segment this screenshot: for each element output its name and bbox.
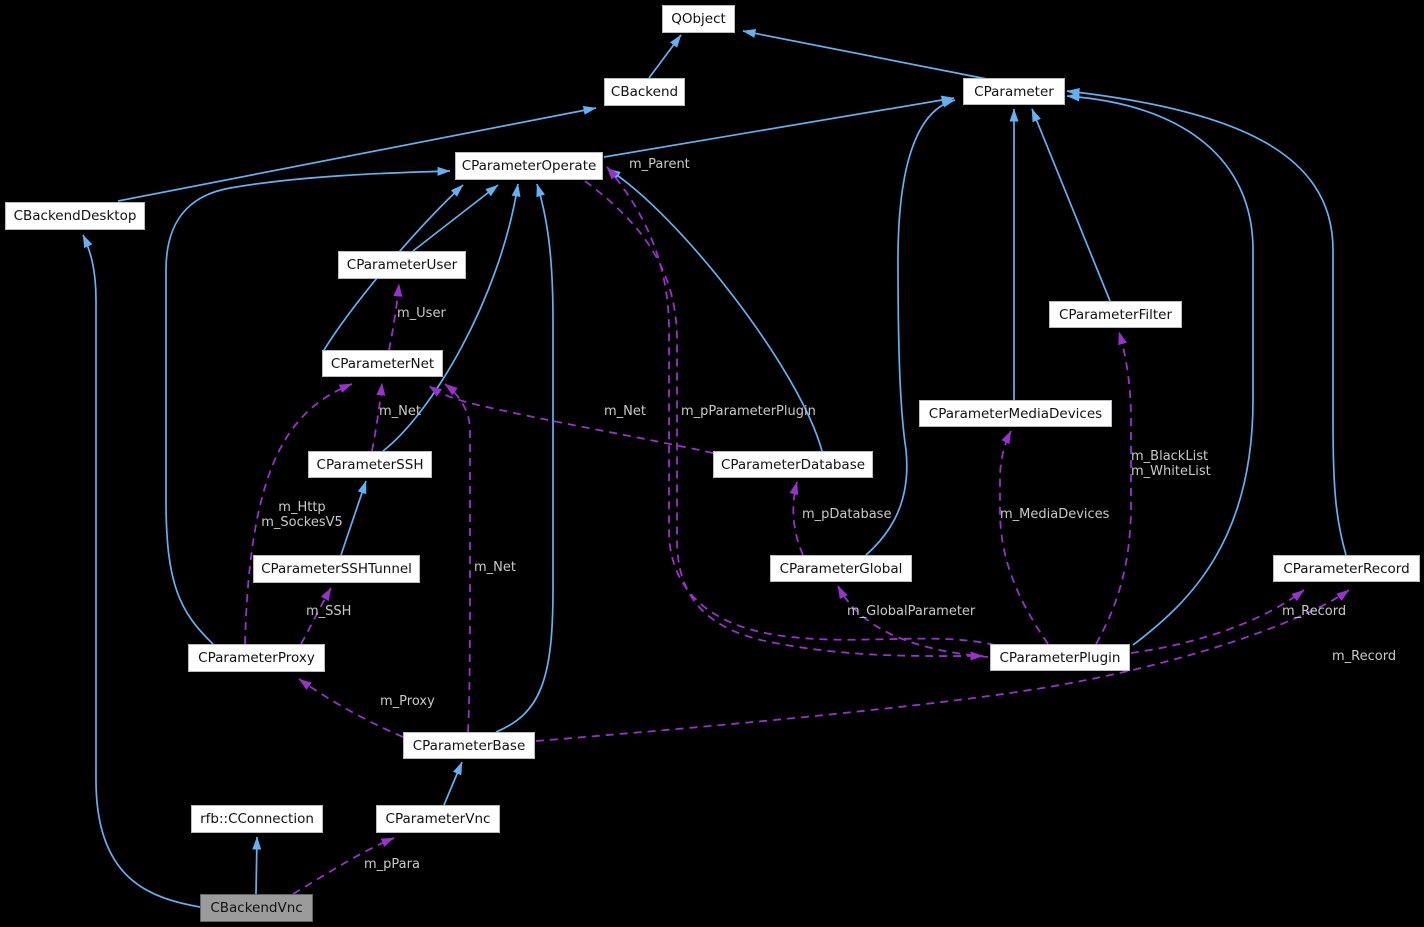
node-cparameterbase[interactable]: CParameterBase <box>403 732 535 759</box>
edge-m-http-sockesv5 <box>244 383 353 645</box>
node-cparameterrecord[interactable]: CParameterRecord <box>1273 555 1420 582</box>
edge-m-record-from-plugin <box>1130 589 1305 654</box>
edge-label-m-parent: m_Parent <box>629 157 690 172</box>
edge-m-mediadevices <box>999 430 1049 645</box>
node-cparametersshtunnel[interactable]: CParameterSSHTunnel <box>253 555 420 583</box>
node-cparameterfilter[interactable]: CParameterFilter <box>1049 301 1182 328</box>
edge-label-m-globalparameter: m_GlobalParameter <box>847 604 976 619</box>
node-qobject[interactable]: QObject <box>662 5 735 33</box>
edge-label-m-net-ssh: m_Net <box>379 404 421 419</box>
edge-m-blacklist-whitelist <box>1095 331 1132 645</box>
node-cparameterproxy[interactable]: CParameterProxy <box>188 644 325 672</box>
edge-cbackend-qobject <box>648 34 682 79</box>
node-cbackenddesktop[interactable]: CBackendDesktop <box>5 202 145 230</box>
edge-label-m-ppara: m_pPara <box>364 857 420 872</box>
node-cparameterglobal[interactable]: CParameterGlobal <box>770 555 912 582</box>
edge-m-net-from-ssh <box>371 382 386 452</box>
edge-label-m-ssh: m_SSH <box>306 604 352 619</box>
edge-label-m-http-sockesv5: m_Http m_SockesV5 <box>261 500 343 530</box>
edge-label-m-proxy: m_Proxy <box>380 694 435 709</box>
node-cparameternet[interactable]: CParameterNet <box>322 350 443 377</box>
edge-cparameter-qobject <box>742 28 988 80</box>
edge-m-parent <box>606 166 996 646</box>
edge-m-proxy <box>298 678 404 738</box>
edge-m-ppara <box>292 837 395 895</box>
edge-cparameteroperate-cparameter <box>603 95 955 158</box>
edge-m-pparameterplugin <box>584 180 984 661</box>
edge-cparameterrecord-cparameter <box>1066 87 1347 556</box>
edge-label-m-net-base: m_Net <box>474 560 516 575</box>
node-cparameteruser[interactable]: CParameterUser <box>338 251 466 279</box>
edge-cbackendvnc-cbackenddesktop <box>82 234 201 908</box>
edge-cparameterdatabase-cparameteroperate <box>607 168 823 452</box>
node-cbackend[interactable]: CBackend <box>604 78 685 106</box>
edge-cbackendvnc-rfbcconnection <box>252 836 262 895</box>
edge-m-net-from-database <box>428 385 714 454</box>
edge-cparameterglobal-cparameter <box>865 98 956 556</box>
edge-m-pdatabase <box>789 481 804 556</box>
node-cparameter[interactable]: CParameter <box>963 78 1065 105</box>
edge-cparameterbase-cparameteroperate <box>495 183 554 733</box>
node-cparametervnc[interactable]: CParameterVnc <box>376 805 500 833</box>
edge-cparametervnc-cparameterbase <box>443 761 463 806</box>
edge-cparameterfilter-cparameter <box>1031 108 1111 302</box>
edge-label-m-mediadevices: m_MediaDevices <box>1000 507 1110 522</box>
edge-m-globalparameter <box>837 585 989 658</box>
edge-label-m-record-plugin: m_Record <box>1282 604 1347 619</box>
edge-label-m-pparameterplugin: m_pParameterPlugin <box>681 404 816 419</box>
edge-label-m-record-base: m_Record <box>1332 649 1397 664</box>
edge-cparameterplugin-cparameter <box>1066 92 1254 646</box>
edge-cbackenddesktop-cbackend <box>117 105 597 202</box>
edge-m-ssh <box>300 587 332 645</box>
edge-m-record-from-base <box>535 589 1350 742</box>
edge-label-m-pdatabase: m_pDatabase <box>802 507 892 522</box>
node-cparameterplugin[interactable]: CParameterPlugin <box>990 644 1130 671</box>
node-cparameteroperate[interactable]: CParameterOperate <box>455 152 603 180</box>
edge-m-net-from-base <box>444 383 471 733</box>
edge-cparameteruser-cparameteroperate <box>412 184 499 252</box>
edge-label-m-net-db: m_Net <box>604 404 646 419</box>
node-cparameterssh[interactable]: CParameterSSH <box>308 451 432 478</box>
edge-m-user <box>388 283 403 351</box>
edge-label-m-blacklist-whitelist: m_BlackList m_WhiteList <box>1131 449 1211 479</box>
edge-cparameterssh-cparameteroperate <box>382 183 521 452</box>
node-cparameterdatabase[interactable]: CParameterDatabase <box>713 451 873 478</box>
edge-cparametersshtunnel-cparameterssh <box>340 480 367 556</box>
node-cbackendvnc[interactable]: CBackendVnc <box>200 894 313 922</box>
edge-label-m-user: m_User <box>397 306 446 321</box>
node-rfb-cconnection[interactable]: rfb::CConnection <box>191 805 323 833</box>
edge-cparameterproxy-cparameteroperate <box>165 166 451 645</box>
node-cparametermediadevices[interactable]: CParameterMediaDevices <box>919 400 1112 427</box>
